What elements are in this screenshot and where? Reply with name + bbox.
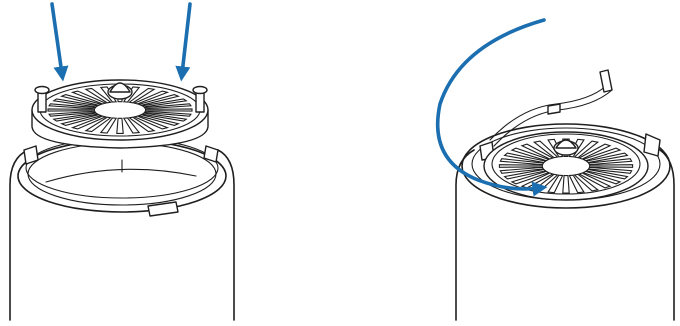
filter-slot xyxy=(48,110,97,117)
filter-slot xyxy=(52,112,100,122)
filter-slot xyxy=(132,90,170,105)
filter-slot xyxy=(84,87,113,104)
filter-slot xyxy=(140,112,188,122)
filter-slot xyxy=(573,173,600,192)
right-panel xyxy=(435,18,675,321)
filter-slot xyxy=(145,108,193,112)
filter-slot xyxy=(70,115,108,130)
filter-slot xyxy=(143,110,192,117)
filter-slot xyxy=(127,116,156,133)
filter-slot xyxy=(573,140,600,159)
filter-slot xyxy=(577,143,612,160)
filter-slot xyxy=(143,103,192,110)
filter-slot xyxy=(137,94,181,106)
filter-slot xyxy=(520,143,555,160)
filter-slot xyxy=(99,117,118,134)
filter-slot xyxy=(587,158,633,166)
sensor-cord xyxy=(489,69,613,147)
filter-slot xyxy=(122,117,141,134)
down-arrow-icon xyxy=(50,2,69,82)
filter-slot xyxy=(499,158,545,166)
filter-basket-left xyxy=(31,79,209,149)
filter-slot xyxy=(498,164,543,168)
filter-slot xyxy=(589,164,634,168)
filter-slot xyxy=(503,152,547,164)
filter-slot xyxy=(59,94,103,106)
filter-slot xyxy=(587,166,633,174)
filter-slot xyxy=(503,168,547,180)
filter-slot xyxy=(510,170,551,185)
filter-slot xyxy=(499,166,545,174)
filter-slot xyxy=(59,114,103,126)
filter-slot xyxy=(70,90,108,105)
filter-slot xyxy=(585,152,629,164)
filter-slot xyxy=(510,147,551,162)
down-arrow-icon xyxy=(175,2,192,82)
filter-slot xyxy=(52,98,100,108)
filter-slot xyxy=(581,147,622,162)
left-panel xyxy=(9,2,235,321)
basket-pin-right xyxy=(192,85,208,113)
filter-slot xyxy=(48,103,97,110)
filter-slot xyxy=(585,168,629,180)
filter-slot xyxy=(568,174,585,194)
filter-slot xyxy=(137,114,181,126)
filter-slot xyxy=(127,87,156,104)
filter-basket-right xyxy=(483,131,649,201)
filter-slot xyxy=(547,174,564,194)
filter-slot xyxy=(47,108,95,112)
basket-pin-left xyxy=(34,85,50,113)
filter-slot xyxy=(581,170,622,185)
filter-slot xyxy=(140,98,188,108)
filter-slot xyxy=(562,175,570,194)
rotate-arrow-icon xyxy=(435,18,548,197)
filter-slot xyxy=(577,172,612,189)
filter-slot xyxy=(116,117,124,134)
canister-left xyxy=(9,137,235,321)
filter-slot xyxy=(132,115,170,130)
filter-slots xyxy=(47,86,193,134)
filter-slot xyxy=(532,140,559,159)
filter-slot xyxy=(84,116,113,133)
